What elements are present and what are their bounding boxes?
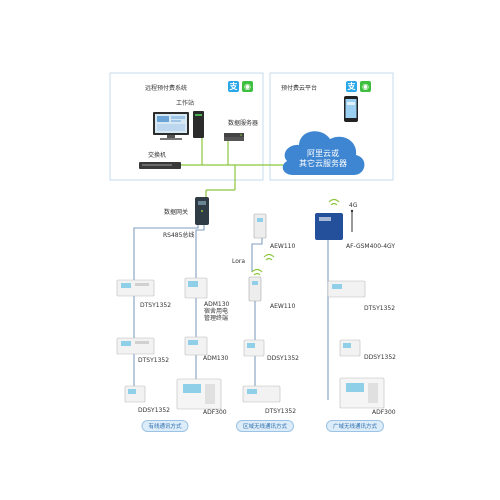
modem-label: AF-GSM400-4GY — [346, 243, 396, 250]
workstation-label: 工作站 — [176, 100, 195, 107]
meter-dtsy1352-col4 — [327, 280, 366, 298]
wechat-icon: ◉ — [360, 81, 371, 92]
aew110-top-label: AEW110 — [270, 243, 296, 250]
col1-meter2-label: DTSY1352 — [138, 357, 170, 364]
network-switch-icon — [139, 162, 181, 169]
meter-adm130 — [184, 336, 208, 356]
col4-meter1-label: DTSY1352 — [364, 305, 396, 312]
regional-bus-lines — [251, 238, 263, 400]
meter-dtsy1352-col1-a — [116, 279, 155, 297]
data-server-label: 数据服务器 — [228, 120, 259, 127]
left-panel-title: 远程预付费系统 — [145, 85, 188, 92]
meter-ddsy1352-col4 — [339, 339, 361, 357]
col1-meter1-label: DTSY1352 — [140, 302, 172, 309]
wide-area-wireless-tag: 广域无线通讯方式 — [325, 420, 385, 432]
alipay-icon: 支 — [346, 81, 357, 92]
wireless-signal-icon — [251, 198, 340, 276]
meter-ddsy1352-col1 — [124, 385, 146, 403]
lora-label: Lora — [232, 258, 246, 265]
cloud-icon — [282, 131, 365, 175]
col3-meter3-label: DTSY1352 — [265, 408, 297, 415]
right-panel-title: 预付费云平台 — [281, 85, 318, 92]
smartphone-icon — [344, 96, 358, 122]
ethernet-links — [181, 138, 290, 197]
data-server-icon — [224, 133, 244, 141]
data-gateway-device — [195, 197, 209, 225]
col1-meter3-label: DDSY1352 — [138, 407, 170, 414]
aew110-device-mid — [248, 276, 262, 302]
meter-adf300-col2 — [176, 378, 222, 410]
gateway-label: 数据网关 — [164, 209, 189, 216]
col2-meter2-label: ADM130 — [203, 355, 229, 362]
col4-meter3-label: ADF300 — [372, 409, 396, 416]
aew110-mid-label: AEW110 — [270, 303, 296, 310]
alipay-icon: 支 — [228, 81, 239, 92]
cloud-label-line1: 阿里云或 — [307, 149, 339, 158]
aew110-device-top — [253, 213, 267, 239]
col4-meter2-label: DDSY1352 — [364, 354, 396, 361]
wired-mode-tag: 有线通讯方式 — [141, 420, 189, 432]
regional-wireless-tag: 区域无线通讯方式 — [235, 420, 295, 432]
workstation-icon — [153, 111, 204, 140]
gsm-modem-device — [315, 209, 354, 240]
cloud-label-line2: 其它云服务器 — [299, 159, 347, 169]
dorm-power-label: 宿舍用电 — [204, 307, 229, 315]
meter-dtsy1352-col3 — [242, 385, 281, 403]
meter-ddsy1352-col3 — [243, 339, 265, 357]
4g-label: 4G — [349, 202, 358, 209]
col3-meter2-label: DDSY1352 — [267, 355, 299, 362]
col2-meter3-label: ADF300 — [203, 409, 227, 416]
cloud-label: 阿里云或 其它云服务器 — [299, 149, 347, 170]
switch-label: 交换机 — [148, 152, 167, 159]
terminal-label: 管理终端 — [204, 314, 229, 322]
meter-dtsy1352-col1-b — [116, 337, 155, 355]
bus-label: RS485总线 — [163, 232, 195, 239]
wechat-icon: ◉ — [242, 81, 253, 92]
col2-meter1-label: ADM130 宿舍用电 管理终端 — [204, 301, 230, 323]
adm130-label: ADM130 — [204, 301, 230, 308]
meter-adm130-terminal — [184, 277, 208, 299]
rs485-bus-lines — [133, 225, 205, 400]
meter-adf300-col4 — [339, 377, 385, 409]
